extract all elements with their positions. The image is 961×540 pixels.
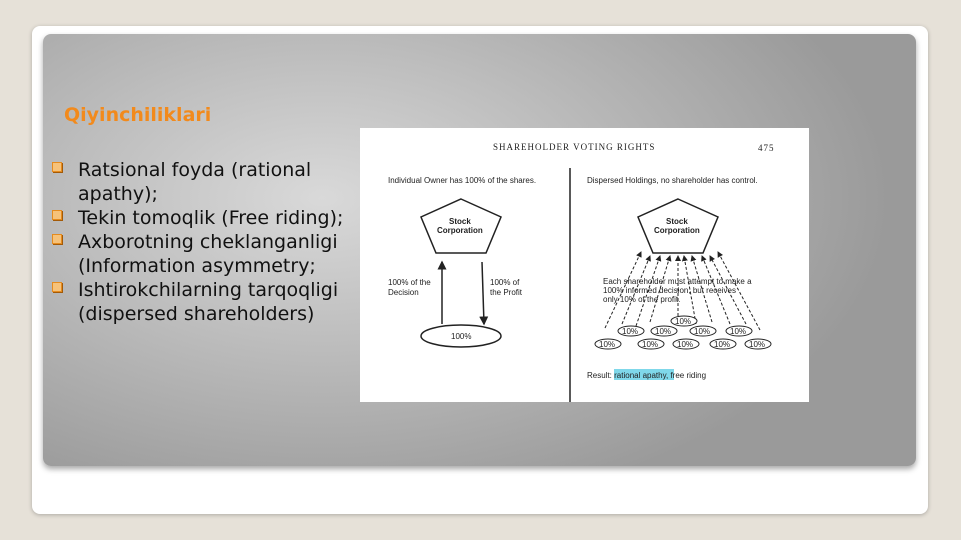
bullet-text: Ratsional foyda (rational apathy); (78, 159, 312, 205)
share-ellipse (650, 325, 678, 337)
result-highlight: rational apathy (614, 371, 666, 380)
left-caption: Individual Owner has 100% of the shares. (388, 176, 536, 185)
share-ellipse (594, 338, 622, 350)
bullet-item: Ratsional foyda (rational apathy); (50, 158, 350, 206)
owner-share-ellipse (420, 324, 502, 348)
bullet-item: Tekin tomoqlik (Free riding); (50, 206, 350, 230)
slide-title: Qiyinchiliklari (64, 104, 212, 126)
result-highlight-box (614, 369, 674, 380)
bullet-text: Ishtirokchilarning tarqoqligi (dispersed… (78, 279, 339, 325)
share-label: 10% (730, 327, 746, 336)
decision-label-line2: Decision (388, 288, 419, 297)
share-ellipse (672, 338, 700, 350)
result-suffix: , free riding (666, 371, 706, 380)
share-ellipse (689, 325, 717, 337)
bullet-text: Axborotning cheklanganligi (Information … (78, 231, 338, 277)
share-ellipse (670, 315, 698, 327)
share-ellipse (709, 338, 737, 350)
note-line3: only 10% of the profit. (603, 295, 680, 304)
left-corp-line2: Corporation (437, 226, 483, 235)
share-label: 10% (675, 317, 691, 326)
share-ellipses: 10% 10% 10% 10% 10% 10% 10% 10% 10% 10% (594, 315, 772, 350)
left-corporation-pentagon (420, 198, 502, 254)
bullet-item: Ishtirokchilarning tarqoqligi (dispersed… (50, 278, 350, 326)
figure-header: SHAREHOLDER VOTING RIGHTS (493, 142, 655, 152)
share-label: 10% (714, 340, 730, 349)
share-ellipse (637, 338, 665, 350)
result-prefix: Result: (587, 371, 614, 380)
left-corp-line1: Stock (449, 217, 471, 226)
decision-label-line1: 100% of the (388, 278, 431, 287)
note-line1: Each shareholder must attempt to make a (603, 277, 752, 286)
bullet-square-icon (52, 282, 62, 292)
bullet-square-icon (52, 210, 62, 220)
result-line: Result: rational apathy, free riding (587, 371, 706, 380)
profit-label-line1: 100% of (490, 278, 520, 287)
bullet-text: Tekin tomoqlik (Free riding); (78, 207, 344, 229)
owner-share-label: 100% (451, 332, 471, 341)
bullet-square-icon (52, 234, 62, 244)
share-ellipse (617, 325, 645, 337)
share-label: 10% (642, 340, 658, 349)
page-number: 475 (758, 143, 775, 153)
share-arrows (604, 251, 761, 331)
note-line2: 100% informed decision, but receives (603, 286, 736, 295)
profit-label-line2: the Profit (490, 288, 523, 297)
share-label: 10% (655, 327, 671, 336)
share-ellipse (725, 325, 753, 337)
right-corp-line2: Corporation (654, 226, 700, 235)
share-label: 10% (622, 327, 638, 336)
share-label: 10% (677, 340, 693, 349)
share-label: 10% (599, 340, 615, 349)
right-corp-line1: Stock (666, 217, 688, 226)
bullet-square-icon (52, 162, 62, 172)
right-corporation-pentagon (637, 198, 719, 254)
figure-diagram: SHAREHOLDER VOTING RIGHTS 475 Individual… (388, 142, 775, 402)
right-caption: Dispersed Holdings, no shareholder has c… (587, 176, 758, 185)
share-label: 10% (749, 340, 765, 349)
share-ellipse (744, 338, 772, 350)
bullet-item: Axborotning cheklanganligi (Information … (50, 230, 350, 278)
bullet-list: Ratsional foyda (rational apathy); Tekin… (50, 158, 350, 326)
shareholder-voting-figure: SHAREHOLDER VOTING RIGHTS 475 Individual… (360, 128, 809, 402)
profit-arrow (479, 261, 489, 326)
share-label: 10% (694, 327, 710, 336)
